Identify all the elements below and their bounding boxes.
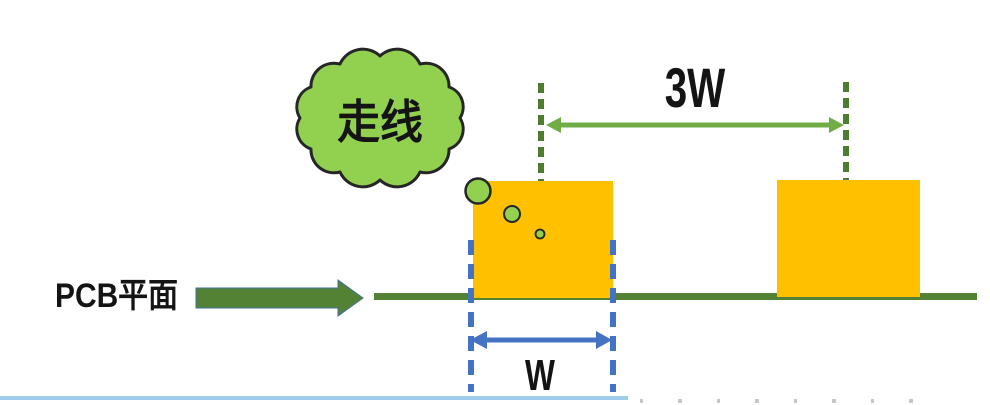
width-arrow-head-left [470, 331, 487, 349]
trace-width-label: W [525, 351, 555, 400]
bubble-dot-large [464, 177, 492, 205]
spacing-arrow-icon [546, 117, 844, 133]
trace-rect-left [473, 181, 613, 298]
bubble-dot-small [534, 228, 546, 240]
bubble-dot-medium [503, 205, 521, 223]
width-arrow-head-right [596, 331, 612, 349]
thought-cloud-shape [295, 47, 465, 189]
width-arrow-icon [470, 331, 612, 349]
spacing-arrow-head-left [546, 117, 561, 133]
cropped-watermark-artifact [640, 399, 945, 403]
spacing-3w-label: 3W [664, 56, 726, 119]
bottom-rule-line [0, 396, 628, 400]
cloud-label: 走线 [337, 96, 423, 148]
pcb-plane-label: PCB平面 [55, 277, 179, 315]
plane-pointer-arrow-icon [195, 279, 364, 317]
trace-rect-right [777, 180, 920, 297]
spacing-arrow-head-right [829, 117, 844, 133]
